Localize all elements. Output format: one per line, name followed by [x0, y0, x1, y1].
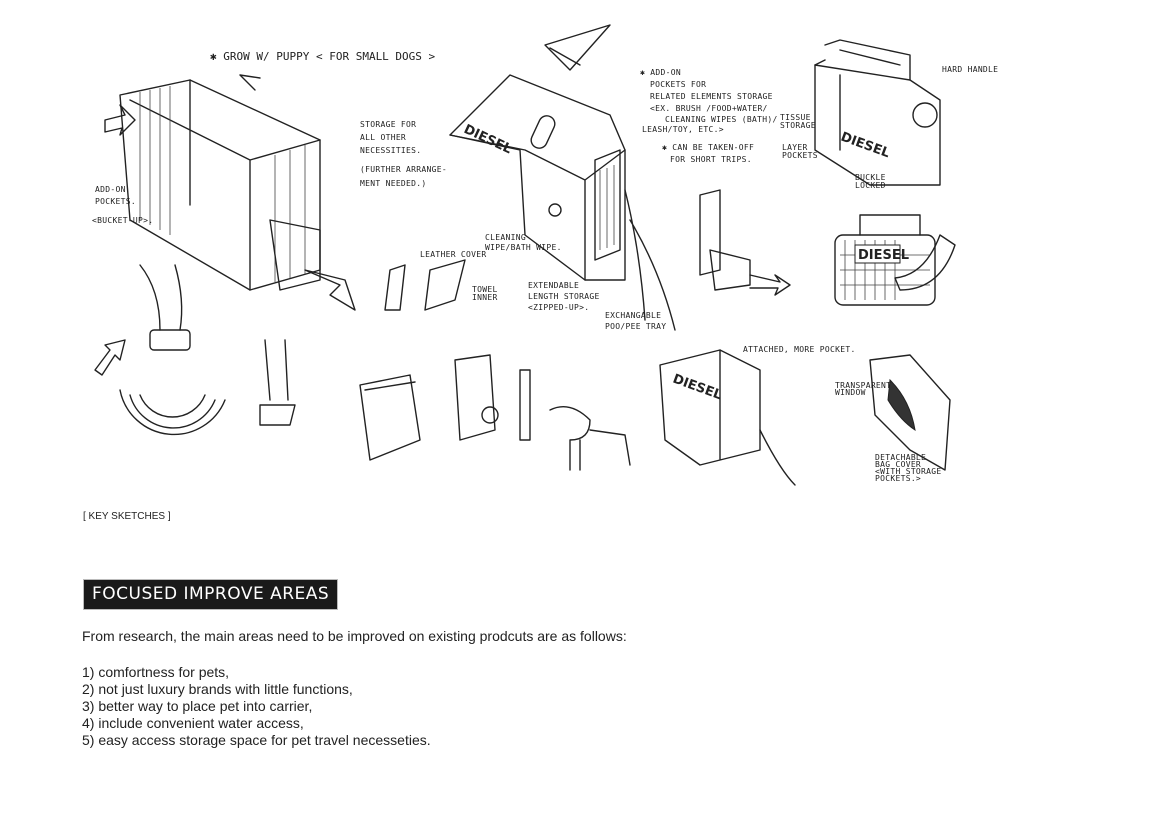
- brand-label: DIESEL: [858, 248, 909, 263]
- note-extendable: EXTENDABLE: [528, 281, 579, 290]
- note-grow: ✱ GROW W/ PUPPY < FOR SMALL DOGS >: [210, 50, 436, 63]
- note-storage: (FURTHER ARRANGE-: [360, 165, 447, 174]
- note-window: WINDOW: [835, 388, 866, 397]
- note-cleaning: WIPE/BATH WIPE.: [485, 243, 562, 252]
- note-buckle: BUCKLE: [855, 173, 886, 182]
- note-attached: ATTACHED, MORE POCKET.: [743, 345, 856, 354]
- note-tissue: STORAGE: [780, 121, 816, 130]
- svg-text:POCKETS FOR: POCKETS FOR: [650, 80, 706, 89]
- brand-label: DIESEL: [839, 130, 892, 162]
- list-item: 1) comfortness for pets,: [82, 664, 230, 680]
- note-storage: NECESSITIES.: [360, 146, 421, 155]
- section-heading: FOCUSED IMPROVE AREAS: [83, 579, 339, 610]
- note-bag-cover: POCKETS.>: [875, 474, 921, 483]
- note-towel: INNER: [472, 293, 498, 302]
- note-bag-cover: BAG COVER: [875, 460, 921, 469]
- sketches-caption: [ KEY SKETCHES ]: [83, 511, 171, 522]
- note-hard-handle: HARD HANDLE: [942, 65, 998, 74]
- svg-text:✱ CAN BE TAKEN-OFF: ✱ CAN BE TAKEN-OFF: [662, 143, 754, 152]
- note-tray: POO/PEE TRAY: [605, 322, 666, 331]
- note-cleaning: CLEANING: [485, 233, 526, 242]
- note-bag-cover: DETACHABLE: [875, 453, 926, 462]
- note-addon-pockets: <BUCKET-UP>.: [92, 216, 153, 225]
- intro-paragraph: From research, the main areas need to be…: [82, 628, 627, 644]
- note-buckle: LOCKED: [855, 181, 886, 190]
- note-storage: STORAGE FOR: [360, 120, 416, 129]
- sketch-pockets: [359, 354, 631, 471]
- note-tray: EXCHANGABLE: [605, 311, 661, 320]
- sketch-expandable-carrier: ✱ GROW W/ PUPPY < FOR SMALL DOGS > ADD-O…: [92, 50, 436, 311]
- note-extendable: <ZIPPED-UP>.: [528, 303, 589, 312]
- note-tissue: TISSUE: [780, 113, 811, 122]
- note-addon-pockets: ADD-ON: [95, 185, 126, 194]
- note-storage: ALL OTHER: [360, 133, 406, 142]
- improvement-list: 1) comfortness for pets, 2) not just lux…: [82, 664, 431, 749]
- note-layer: POCKETS: [782, 151, 818, 160]
- sketch-leash-ring: [94, 264, 296, 436]
- note-addon-related: ✱ ADD-ON POCKETS FOR RELATED ELEMENTS ST…: [640, 68, 778, 164]
- sketch-leather-cover: LEATHER COVER TOWEL INNER: [384, 250, 498, 311]
- note-towel: TOWEL: [472, 285, 498, 294]
- note-bag-cover: <WITH STORAGE: [875, 467, 942, 476]
- note-leather: LEATHER COVER: [420, 250, 487, 259]
- list-item: 2) not just luxury brands with little fu…: [82, 681, 353, 697]
- sketch-attached-pocket: DIESEL ATTACHED, MORE POCKET.: [659, 345, 856, 486]
- svg-text:FOR SHORT TRIPS.: FOR SHORT TRIPS.: [670, 155, 752, 164]
- sketch-diesel-house-carrier: DIESEL STORAGE FOR ALL OTHER NECESSITIES…: [360, 24, 676, 331]
- key-sketches-illustration: ✱ GROW W/ PUPPY < FOR SMALL DOGS > ADD-O…: [92, 24, 998, 486]
- note-addon-pockets: POCKETS.: [95, 197, 136, 206]
- note-storage: MENT NEEDED.): [360, 179, 427, 188]
- sketch-transparent-window: TRANSPARENT WINDOW DETACHABLE BAG COVER …: [835, 354, 951, 483]
- list-item: 5) easy access storage space for pet tra…: [82, 732, 431, 748]
- svg-text:✱ ADD-ON: ✱ ADD-ON: [640, 68, 681, 77]
- svg-text:LEASH/TOY, ETC.>: LEASH/TOY, ETC.>: [642, 125, 724, 134]
- svg-text:<EX. BRUSH /FOOD+WATER/: <EX. BRUSH /FOOD+WATER/: [650, 104, 768, 113]
- svg-text:CLEANING WIPES (BATH)/: CLEANING WIPES (BATH)/: [665, 115, 778, 124]
- sketch-drawer: [699, 189, 791, 296]
- note-window: TRANSPARENT: [835, 381, 891, 390]
- sketch-diesel-handbag: DIESEL HARD HANDLE TISSUE STORAGE LAYER …: [780, 39, 998, 190]
- list-item: 3) better way to place pet into carrier,: [82, 698, 313, 714]
- note-layer: LAYER: [782, 143, 808, 152]
- sketch-mesh-bag: DIESEL: [834, 214, 956, 306]
- svg-text:RELATED ELEMENTS STORAGE: RELATED ELEMENTS STORAGE: [650, 92, 773, 101]
- note-extendable: LENGTH STORAGE: [528, 292, 600, 301]
- list-item: 4) include convenient water access,: [82, 715, 304, 731]
- brand-label: DIESEL: [671, 372, 724, 404]
